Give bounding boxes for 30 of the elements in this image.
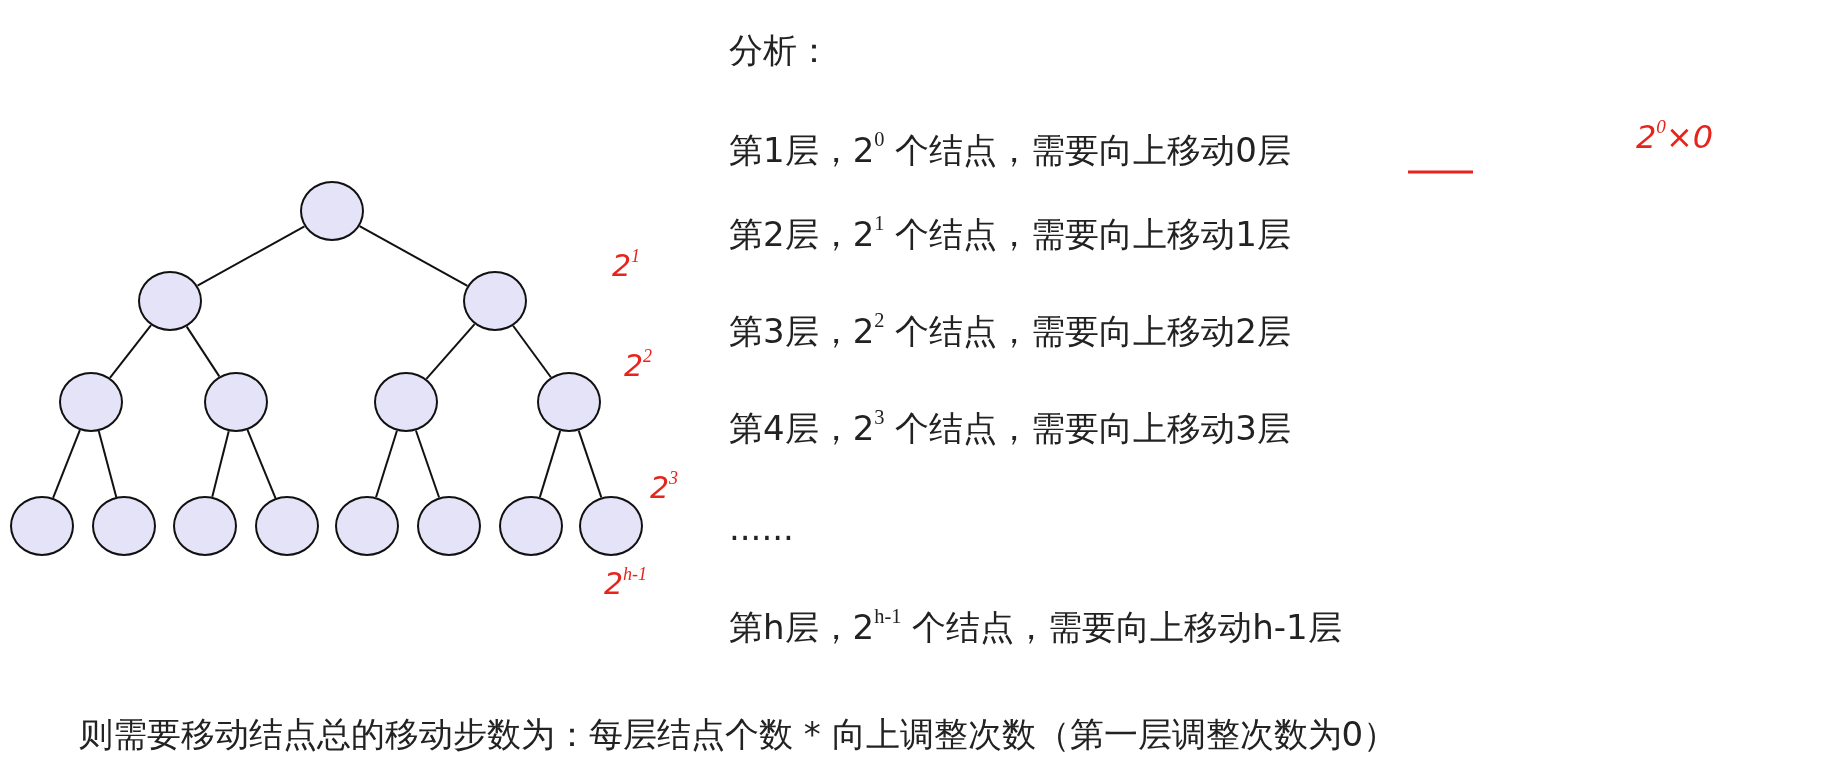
tree-edge-line — [425, 323, 476, 380]
tree-edge-line — [414, 429, 441, 499]
analysis-text: 分析： — [729, 29, 831, 72]
analysis-text: 第4层，2$^{3}$ 个结点，需要向上移动3层 — [729, 406, 1291, 450]
tree-node-circle — [138, 271, 202, 331]
tree-node-circle — [463, 271, 527, 331]
analysis-text: 第h层，2$^{h-1}$ 个结点，需要向上移动h-1层 — [729, 605, 1342, 649]
tree-edge-line — [211, 430, 230, 498]
handwritten-note: 2$^{h-1}$ — [604, 566, 648, 601]
tree-edge-line — [97, 430, 118, 498]
tree-edge-line — [246, 429, 277, 499]
analysis-text: 第1层，2$^{0}$ 个结点，需要向上移动0层 — [729, 128, 1291, 172]
handwritten-note: 2$^{2}$ — [624, 348, 653, 383]
tree-edge-line — [358, 225, 469, 287]
analysis-text: ...... — [729, 508, 794, 548]
handwritten-note: 2$^{3}$ — [650, 470, 679, 505]
tree-node-circle — [300, 181, 364, 241]
analysis-text: 第3层，2$^{2}$ 个结点，需要向上移动2层 — [729, 309, 1291, 353]
tree-edge-line — [196, 225, 306, 287]
tree-edge-line — [577, 429, 603, 499]
tree-edge-line — [375, 429, 398, 499]
tree-edge-line — [538, 429, 562, 499]
handwritten-note: 2$^{1}$ — [612, 248, 641, 283]
tree-edge-line — [52, 429, 81, 499]
tree-edge-line — [512, 324, 552, 379]
analysis-text: 第2层，2$^{1}$ 个结点，需要向上移动1层 — [729, 212, 1291, 256]
tree-edge-line — [185, 325, 221, 378]
tree-edge-line — [108, 324, 153, 379]
handwritten-note: 2$^{0}$×0 — [1636, 118, 1714, 156]
analysis-text: 则需要移动结点总的移动步数为：每层结点个数 * 向上调整次数（第一层调整次数为0） — [79, 713, 1398, 756]
